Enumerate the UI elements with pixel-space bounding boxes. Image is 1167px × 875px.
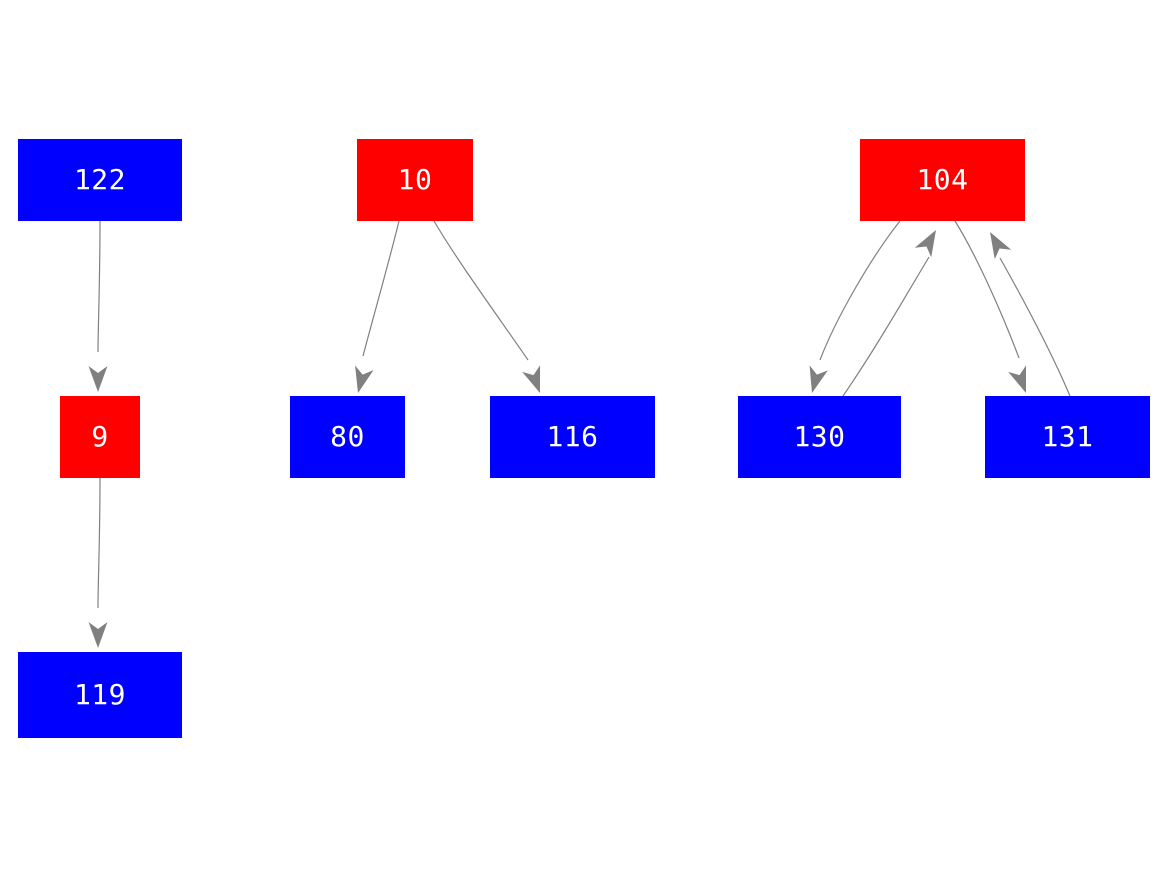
edge-line: [362, 220, 400, 357]
graph-node-label: 122: [73, 163, 127, 196]
graph-node-80[interactable]: 80: [290, 396, 405, 478]
edge-line: [97, 220, 101, 353]
edge-line: [819, 220, 901, 361]
edge-line: [999, 257, 1071, 397]
arrowhead-icon: [355, 365, 374, 393]
graph-node-label: 130: [793, 420, 846, 453]
arrowhead-icon: [1008, 365, 1027, 393]
graph-node-label: 104: [916, 163, 969, 196]
edge-104-to-131: [954, 220, 1027, 393]
graph-node-label: 80: [330, 420, 365, 453]
graph-node-119[interactable]: 119: [18, 652, 182, 738]
edge-131-to-104: [990, 232, 1071, 397]
arrowhead-icon: [522, 365, 541, 393]
edge-line: [954, 220, 1020, 359]
edge-line: [433, 220, 529, 361]
edge-10-to-80: [355, 220, 400, 393]
arrowhead-icon: [88, 622, 108, 648]
arrowhead-icon: [88, 366, 108, 392]
graph-node-130[interactable]: 130: [738, 396, 901, 478]
edge-line: [97, 477, 101, 609]
graph-node-label: 9: [91, 420, 109, 453]
graph-node-label: 119: [73, 678, 127, 711]
edge-130-to-104: [842, 230, 936, 397]
edge-9-to-119: [88, 477, 108, 648]
graph-node-131[interactable]: 131: [985, 396, 1150, 478]
arrowhead-icon: [990, 232, 1012, 260]
graph-node-104[interactable]: 104: [860, 139, 1025, 221]
edge-10-to-116: [433, 220, 541, 393]
graph-node-label: 10: [397, 163, 433, 196]
graph-node-116[interactable]: 116: [490, 396, 655, 478]
graph-node-10[interactable]: 10: [357, 139, 473, 221]
graph-node-122[interactable]: 122: [18, 139, 182, 221]
arrowhead-icon: [809, 365, 828, 393]
edge-104-to-130: [809, 220, 901, 393]
edge-122-to-9: [88, 220, 108, 392]
edge-line: [842, 256, 930, 397]
graph-node-label: 116: [546, 420, 599, 453]
graph-node-label: 131: [1041, 420, 1094, 453]
arrowhead-icon: [914, 230, 936, 258]
graph-node-9[interactable]: 9: [60, 396, 140, 478]
